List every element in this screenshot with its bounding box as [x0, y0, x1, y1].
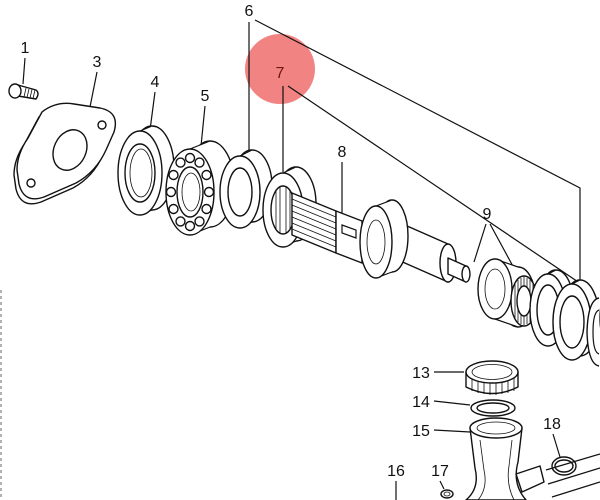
callout-16: 16	[387, 463, 405, 480]
callout-8: 8	[338, 144, 347, 161]
leader-14	[433, 400, 471, 406]
callout-14: 14	[412, 394, 430, 411]
callout-7: 7	[276, 65, 285, 82]
callout-4: 4	[151, 74, 160, 91]
callout-7-highlight	[245, 34, 315, 104]
callout-17: 17	[431, 463, 449, 480]
oil-cap-13-part	[465, 360, 519, 395]
leader-5	[200, 105, 206, 147]
filler-neck-15-part	[465, 417, 545, 500]
leader-15	[433, 429, 471, 433]
ball-bearing-part	[165, 140, 235, 236]
flange-plate-part	[13, 102, 117, 205]
callout-9: 9	[483, 206, 492, 223]
thrust-ring-b-part	[552, 279, 600, 361]
seal-ring-part	[117, 125, 175, 216]
leader-9-b	[489, 223, 516, 271]
o-ring-18-part	[551, 456, 577, 476]
callout-5: 5	[201, 88, 210, 105]
shaft-8-part	[291, 192, 471, 283]
callout-6: 6	[245, 3, 254, 20]
small-washer-17-part	[440, 489, 454, 499]
bolt-part	[8, 83, 39, 100]
housing-edge-lines	[545, 453, 600, 498]
gasket-14-part	[470, 399, 516, 417]
leader-4	[149, 91, 156, 131]
callout-1: 1	[21, 40, 30, 57]
callout-labels: 1 3 4 5 6 7 8 9 13 14 15 16 17 18	[21, 3, 561, 480]
bearing-balls	[165, 152, 215, 232]
callout-18: 18	[543, 416, 561, 433]
callout-13: 13	[412, 365, 430, 382]
leader-3	[89, 71, 98, 108]
leader-17	[439, 480, 445, 490]
leader-9-a	[473, 223, 487, 263]
callout-3: 3	[93, 54, 102, 71]
callout-15: 15	[412, 423, 430, 440]
leader-1	[22, 57, 26, 85]
leader-18	[552, 433, 561, 458]
leader-6-right	[254, 19, 581, 283]
thrust-ring-c-part	[586, 297, 600, 367]
